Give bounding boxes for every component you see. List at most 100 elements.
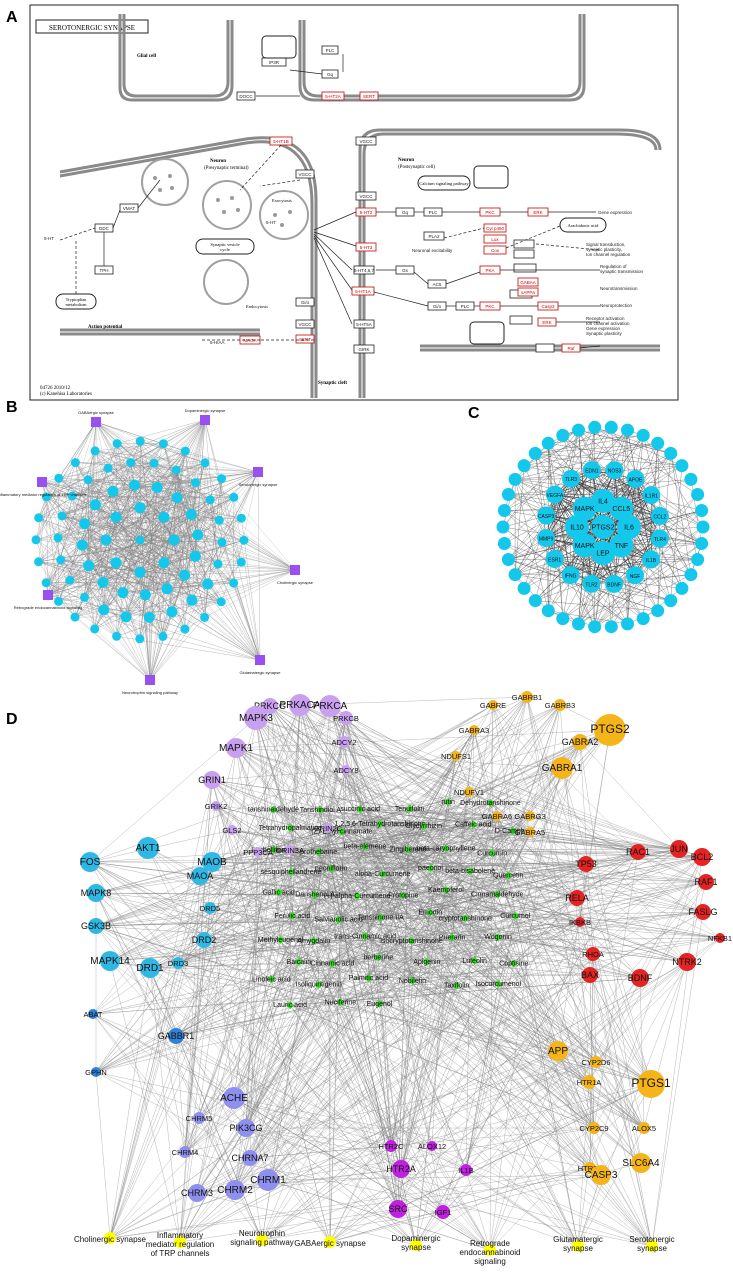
network-c: IL6TNFLEPMAPKIL10MAPKIL4CCL5PTGS2TLR4IL1…: [496, 420, 710, 634]
target-label: GABRE: [480, 701, 506, 710]
svg-text:ERK: ERK: [542, 320, 551, 325]
target-label: NDUFS1: [441, 752, 471, 761]
target-label: MAPK1: [219, 743, 253, 754]
svg-text:Synaptic vesicle: Synaptic vesicle: [210, 242, 239, 247]
compound-label: berberine: [364, 954, 394, 961]
compound-node: [461, 914, 470, 923]
target-node: [172, 957, 184, 969]
target-label: CHRM1: [250, 1175, 286, 1186]
target-label: BDNF: [628, 973, 653, 983]
gene-node: [117, 587, 129, 599]
svg-text:(Postsynaptic cell): (Postsynaptic cell): [398, 165, 435, 170]
svg-text:Synaptic cleft: Synaptic cleft: [318, 381, 347, 386]
gene-label: TNF: [615, 543, 629, 550]
target-label: ALOX5: [632, 1124, 656, 1133]
target-node: [569, 890, 585, 906]
target-node: [436, 1205, 450, 1219]
svg-text:PLC: PLC: [326, 48, 336, 53]
svg-text:Gs: Gs: [402, 268, 409, 273]
compound-node: [337, 827, 346, 836]
target-label: RAC1: [626, 847, 650, 857]
pathway-node: [572, 1240, 584, 1252]
gene-node: [80, 592, 89, 602]
compound-node: [328, 959, 337, 968]
gene-node: [684, 472, 698, 486]
pathway-node: [290, 565, 300, 575]
compound-label: Emodin: [418, 910, 442, 917]
gene-node: [53, 533, 63, 543]
compound-node: [509, 959, 518, 968]
compound-node: [375, 999, 384, 1008]
target-label: RAF1: [694, 877, 717, 887]
svg-text:5-HT3: 5-HT3: [360, 245, 373, 250]
target-node: [638, 1122, 650, 1134]
compound-label: sesquiphellandrene: [261, 869, 322, 876]
gene-node: [57, 511, 67, 521]
gene-node: [135, 436, 145, 446]
compound-label: Taxifolin: [444, 983, 469, 990]
target-node: [225, 1180, 245, 1200]
svg-text:VMAT: VMAT: [123, 206, 135, 211]
gene-node: [664, 594, 678, 608]
gene-label: MMP9: [539, 537, 554, 543]
compound-label: Kaempferol: [428, 887, 464, 894]
target-node: [427, 1141, 437, 1151]
hub-node: [565, 515, 589, 539]
svg-text:VGCC: VGCC: [359, 139, 373, 144]
gene-node: [572, 423, 585, 437]
panel-b-letter: B: [6, 399, 18, 416]
gene-node: [158, 439, 168, 449]
target-label: NTRK2: [672, 957, 702, 967]
svg-text:MAOA: MAOA: [243, 338, 256, 343]
pathway-label: GABAergic synapse: [78, 410, 115, 415]
compound-node: [269, 845, 278, 854]
target-label: ADCY2: [331, 738, 356, 747]
target-label: GABRA3: [459, 726, 489, 735]
target-node: [341, 765, 351, 775]
target-label: ACHE: [220, 1093, 248, 1104]
gene-node: [214, 515, 224, 525]
compound-label: beta-caryophyllene: [416, 845, 475, 852]
gene-node: [70, 458, 80, 468]
svg-text:Endocytosis: Endocytosis: [246, 304, 268, 309]
svg-text:5-HT1A: 5-HT1A: [355, 289, 371, 294]
gene-node: [691, 553, 705, 566]
pathway-label: Serotonergic synapse: [239, 482, 278, 487]
gene-node: [626, 566, 644, 585]
compound-label: Tanshindiol A: [300, 807, 342, 814]
gene-node: [229, 578, 239, 588]
hub-node: [572, 496, 597, 521]
compound-node: [511, 912, 520, 920]
compound-label: prothebaine: [300, 849, 337, 856]
target-node: [179, 1146, 191, 1158]
compound-node: [469, 820, 478, 829]
compound-node: [422, 957, 431, 966]
target-label: GPHN: [85, 1068, 107, 1077]
gene-node: [217, 537, 227, 547]
svg-text:Neurotransmission: Neurotransmission: [600, 286, 638, 291]
pathway-node: [43, 590, 53, 600]
compound-node: [493, 890, 502, 899]
gene-node: [139, 589, 151, 601]
gene-node: [112, 439, 122, 449]
compound-node: [444, 798, 453, 807]
hub-node: [591, 541, 615, 565]
gene-node: [604, 420, 618, 434]
compound-node: [356, 805, 365, 814]
compound-label: Luteolin: [462, 958, 487, 965]
target-node: [578, 856, 594, 872]
compound-label: Isoliquiritigenin: [296, 982, 342, 989]
gene-node: [651, 436, 665, 450]
target-node: [588, 1122, 600, 1134]
gene-node: [151, 481, 163, 493]
target-label: GABRA6: [482, 812, 512, 821]
target-label: SRC: [388, 1204, 408, 1214]
gene-node: [605, 574, 624, 593]
pathway-node: [37, 477, 47, 487]
compound-node: [494, 933, 503, 942]
compound-node: [441, 844, 450, 853]
target-node: [242, 1150, 258, 1166]
gene-node: [70, 612, 80, 622]
svg-text:Action potential: Action potential: [88, 325, 123, 330]
